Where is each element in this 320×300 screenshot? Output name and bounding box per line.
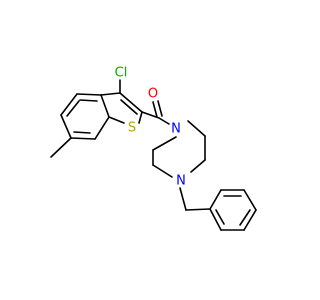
bond xyxy=(100,92,121,96)
benzyl-ch2-bond xyxy=(185,208,211,211)
bond xyxy=(190,159,206,173)
bond xyxy=(209,189,222,210)
molecule-structure: Cl S O N N xyxy=(50,66,257,231)
bond xyxy=(187,120,206,137)
benzene-ring-fused xyxy=(60,93,110,140)
bond xyxy=(243,209,257,231)
bond xyxy=(138,111,143,124)
bond xyxy=(119,92,143,113)
bond-double-inner xyxy=(215,209,225,225)
chlorine-atom-label: Cl xyxy=(115,66,128,81)
carbonyl-double-bond xyxy=(152,101,158,118)
bond-double-inner xyxy=(79,99,98,102)
bond xyxy=(60,114,72,139)
carbonyl-carbon-bond xyxy=(141,111,160,119)
piperazine-ring xyxy=(152,120,206,178)
bond xyxy=(108,116,125,124)
bond xyxy=(100,94,110,118)
bond-double-inner xyxy=(239,209,251,226)
bond xyxy=(152,164,173,178)
bond-double-inner xyxy=(66,100,80,117)
bond xyxy=(209,208,222,231)
phenyl-ring xyxy=(209,189,257,231)
oxygen-atom-label: O xyxy=(148,87,158,102)
amide-nitrogen-atom-label: N xyxy=(171,122,181,137)
carbonyl-to-nitrogen-bond xyxy=(158,117,170,125)
benzyl-ch2-bond xyxy=(179,187,187,211)
bond xyxy=(152,136,177,151)
sulfur-atom-label: S xyxy=(128,121,136,136)
bond xyxy=(60,93,78,116)
bond xyxy=(243,189,257,211)
bond xyxy=(94,116,110,140)
thiophene-ring xyxy=(100,92,143,124)
bond-double-inner xyxy=(120,99,138,115)
benzyl-nitrogen-atom-label: N xyxy=(176,174,186,189)
bond xyxy=(76,93,102,96)
carbonyl-double-bond xyxy=(157,100,163,117)
bond xyxy=(70,137,96,140)
bond-double-inner xyxy=(73,131,91,134)
methyl-bond xyxy=(50,137,72,158)
